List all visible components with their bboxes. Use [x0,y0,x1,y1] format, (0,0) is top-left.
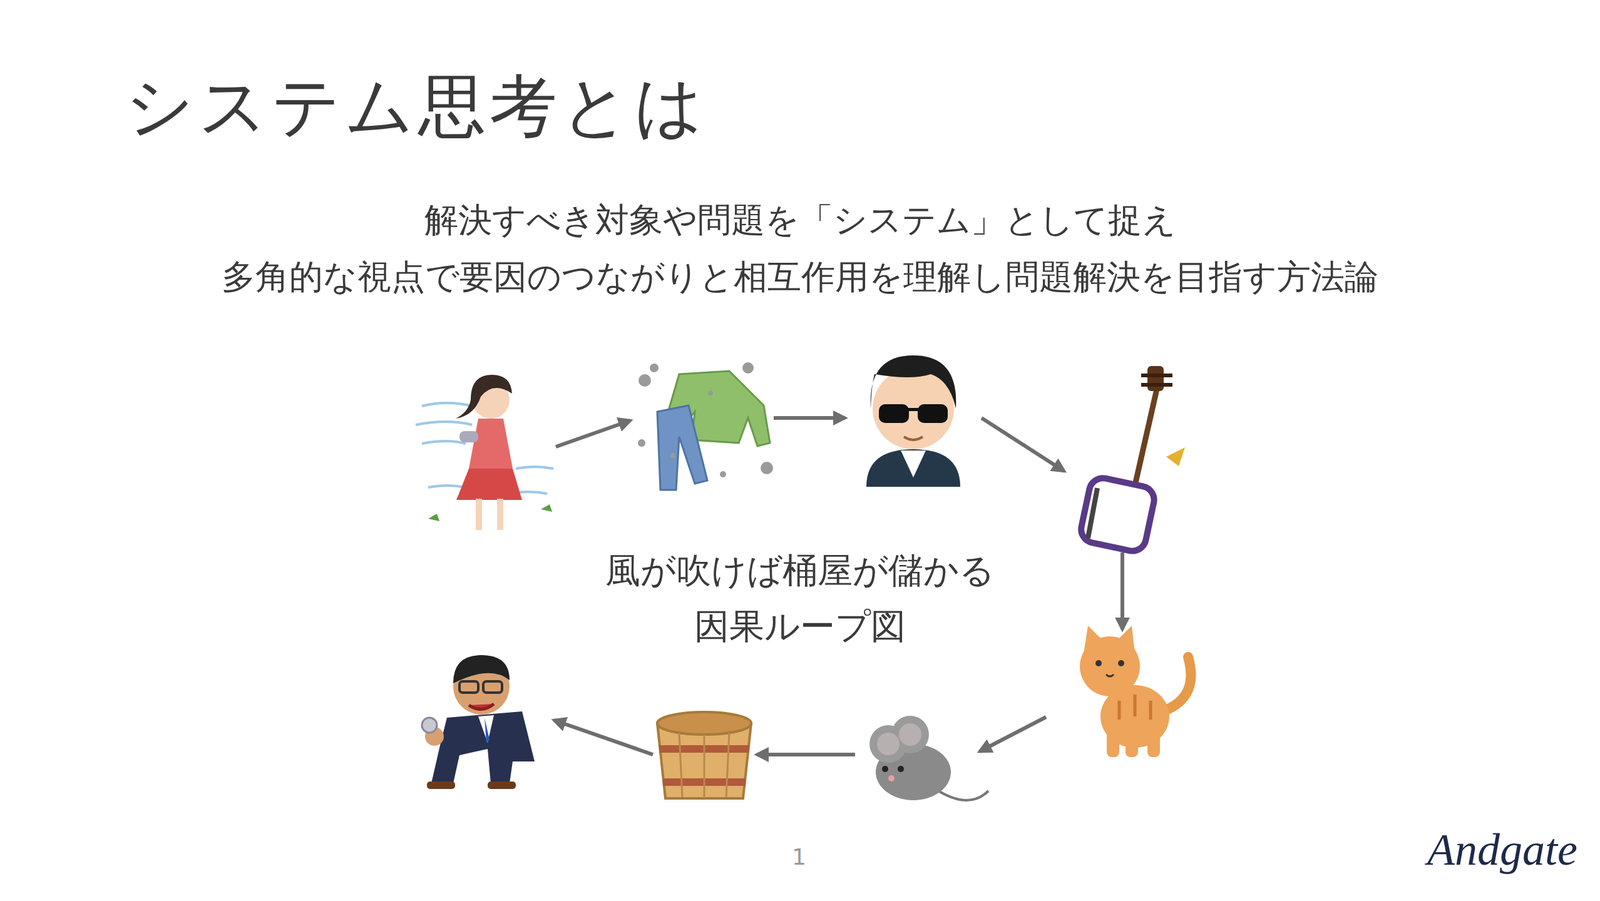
logo-text: Andgate [1427,824,1578,877]
loop-arrows [553,418,1123,755]
wooden-bucket [657,712,752,799]
dusty-clothes [637,362,774,491]
windy-woman [415,374,554,531]
center-caption: 風が吹けば桶屋が儲かる [605,547,995,596]
cat [1079,625,1191,758]
subtitle-line: 多角的な視点で要因のつながりと相互作用を理解し問題解決を目指す方法論 [221,254,1379,301]
greedy-man [421,655,535,790]
page-number: 1 [791,844,807,871]
slide-title: システム思考とは [125,61,708,153]
subtitle-line: 解決すべき対象や問題を「システム」として捉え [424,197,1177,244]
blind-man [866,355,961,488]
shamisen [1078,366,1185,554]
center-caption: 因果ループ図 [694,603,906,652]
mouse [869,716,989,801]
